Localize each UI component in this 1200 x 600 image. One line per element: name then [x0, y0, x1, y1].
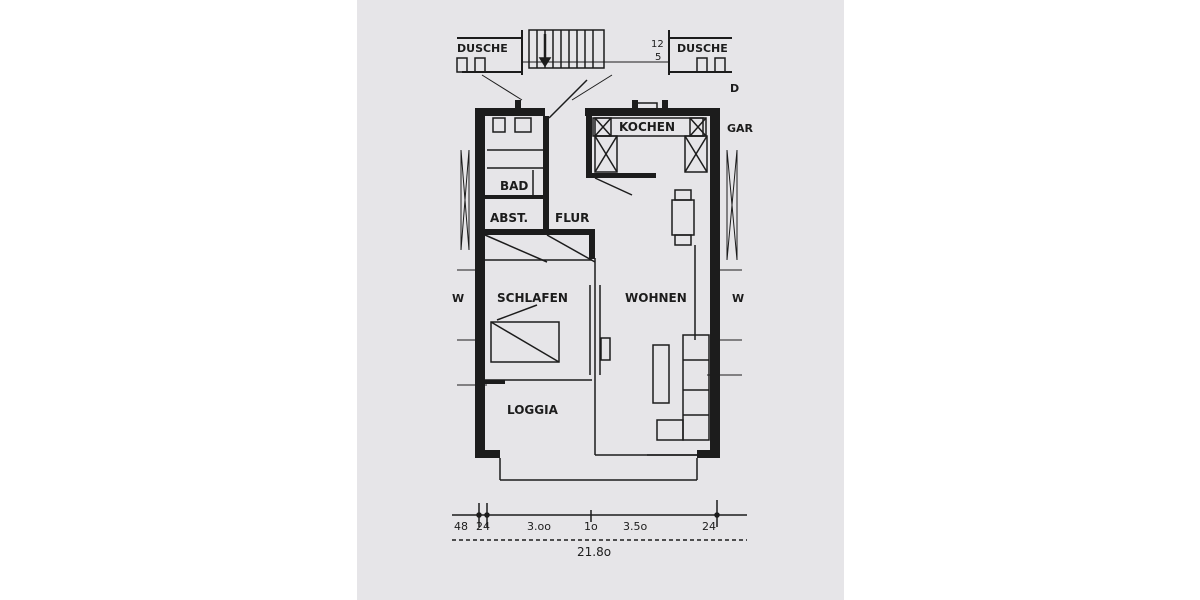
stair [528, 29, 605, 69]
dim-48: 48 [454, 520, 468, 533]
floor-plan: DUSCHE DUSCHE 12 5 D W W GAR [452, 29, 754, 559]
dim-10: 1o [584, 520, 598, 533]
exterior-walls [475, 100, 720, 458]
living-furniture [647, 189, 710, 456]
label-kochen: KOCHEN [619, 120, 675, 134]
label-dusche-right: DUSCHE [677, 42, 728, 55]
label-edge-d: D [730, 82, 739, 95]
label-loggia: LOGGIA [507, 403, 559, 417]
neighbour-units-top [456, 30, 732, 101]
neighbour-strips [457, 149, 742, 386]
dim-300: 3.oo [527, 520, 551, 533]
label-dusche-left: DUSCHE [457, 42, 508, 55]
dim-350: 3.5o [623, 520, 647, 533]
dim-24-a: 24 [476, 520, 490, 533]
label-top-dim-a: 12 [651, 39, 664, 50]
bathroom-fixtures [487, 117, 543, 195]
label-bad: BAD [500, 179, 528, 193]
label-wohnen: WOHNEN [625, 291, 687, 305]
dim-total: 21.8o [577, 545, 611, 559]
label-edge-w-left: W [452, 292, 464, 305]
kitchen-fixtures [592, 102, 708, 173]
label-flur: FLUR [555, 211, 589, 225]
label-abst: ABST. [490, 211, 528, 225]
dimension-line [452, 500, 747, 541]
label-edge-w-right: W [732, 292, 744, 305]
label-top-dim-b: 5 [655, 52, 661, 63]
label-schlafen: SCHLAFEN [497, 291, 568, 305]
label-edge-gar: GAR [727, 122, 754, 135]
dim-24-b: 24 [702, 520, 716, 533]
